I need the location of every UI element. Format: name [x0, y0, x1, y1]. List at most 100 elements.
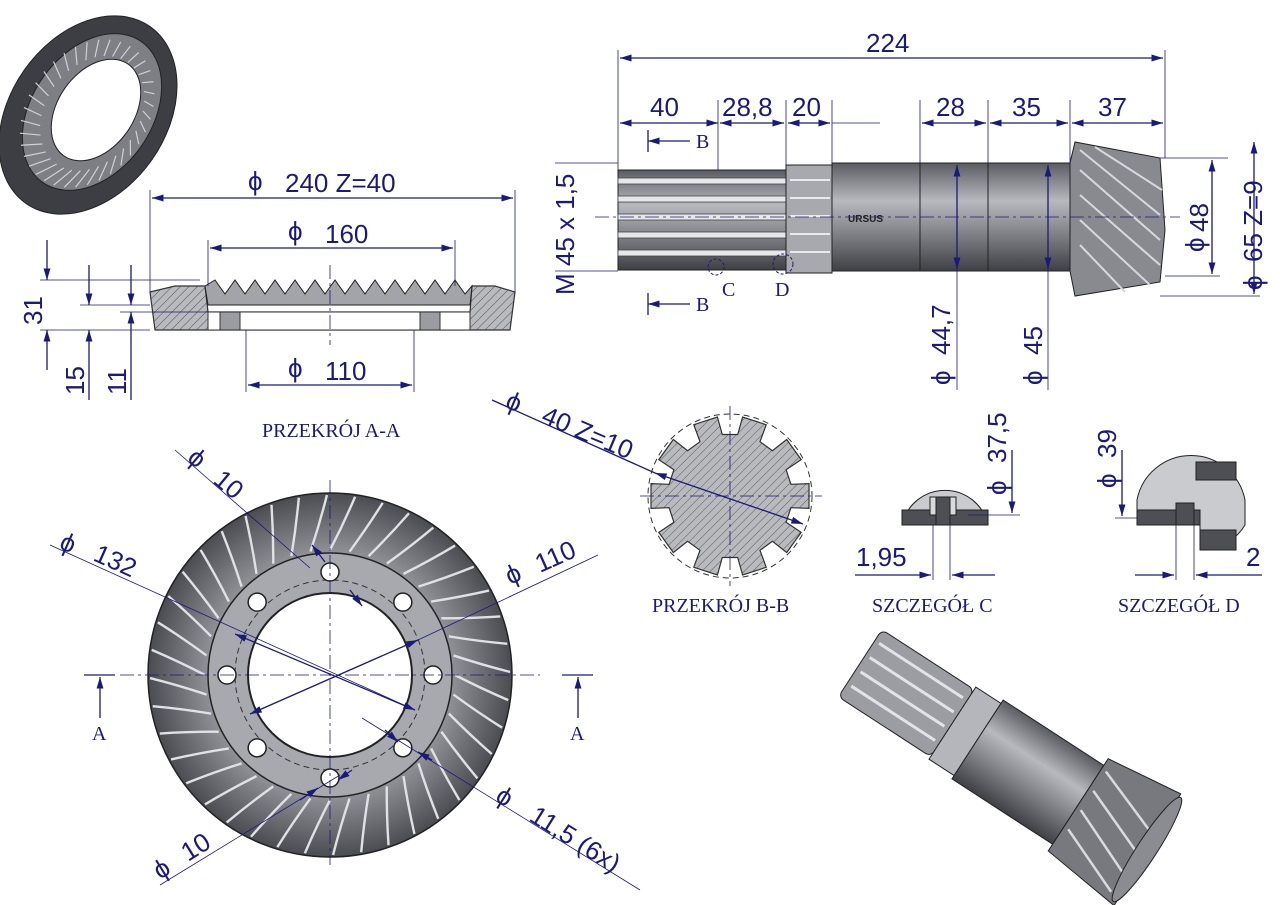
gear-tooth: [53, 169, 73, 186]
section-a-a-label: PRZEKRÓJ A-A: [262, 418, 401, 442]
gear-tooth: [430, 589, 490, 603]
dim-l28-8: 28,8: [722, 92, 773, 122]
section-mark-b-bottom: B: [696, 294, 709, 316]
gear-tooth: [94, 39, 100, 58]
gear-tooth: [143, 90, 155, 95]
gear-tooth: [52, 61, 62, 79]
gear-tooth: [225, 785, 274, 824]
gear-tooth: [418, 565, 475, 588]
section-a-a: [149, 265, 516, 345]
bolt-hole: [247, 738, 267, 758]
gear-tooth: [35, 82, 49, 97]
dim-l28: 28: [936, 92, 965, 122]
dim-d10a: 10: [208, 464, 249, 506]
gear-tooth: [152, 704, 212, 715]
gear-tooth: [185, 762, 242, 785]
dim-l37: 37: [1098, 92, 1127, 122]
gear-tooth: [331, 798, 351, 856]
gear-tooth: [135, 130, 140, 145]
gear-tooth: [220, 530, 243, 587]
dim-w2: 2: [1246, 542, 1260, 572]
gear-tooth: [138, 70, 151, 76]
gear-tooth: [303, 799, 332, 854]
detail-c: ϕ 37,5 1,95 SZCZEGÓŁ C: [855, 412, 1020, 617]
dim-d10b: 10: [175, 826, 215, 867]
phi-symbol: ϕ: [1092, 473, 1122, 488]
pinion-shaft-side-view: URSUS: [595, 141, 1180, 297]
dim-h11: 11: [102, 368, 132, 395]
phi-symbol: ϕ: [56, 526, 82, 559]
gear-tooth: [453, 654, 511, 674]
gear-tooth: [43, 71, 55, 87]
section-b-b: ϕ 40 Z=10 PRZEKRÓJ B-B: [491, 385, 822, 617]
gear-tooth: [244, 515, 258, 575]
dim-l35: 35: [1012, 92, 1041, 122]
gear-tooth: [359, 793, 370, 853]
gear-tooth: [86, 166, 100, 186]
dim-d240: 240 Z=40: [285, 168, 396, 198]
gear-tooth: [290, 497, 301, 557]
dim-d37-5: 37,5: [982, 412, 1012, 463]
dims-shaft: 224 40 28,8 20 28 35 37 M 45 x 1,5 ϕ 48 …: [550, 28, 1268, 390]
detail-d-label: SZCZEGÓŁ D: [1118, 593, 1240, 617]
dim-d132: 132: [90, 538, 142, 583]
gear-tooth: [127, 52, 140, 63]
bolt-hole: [393, 592, 413, 612]
phi-symbol: ϕ: [1180, 237, 1210, 252]
gear-tooth: [181, 570, 220, 619]
section-mark-a-left: A: [92, 723, 107, 745]
gear-tooth: [149, 676, 207, 696]
gear-tooth: [309, 494, 329, 552]
dim-d160: 160: [325, 219, 368, 249]
dim-d39: 39: [1092, 429, 1122, 458]
gear-tooth: [28, 158, 51, 167]
gear-tooth: [417, 763, 440, 820]
bolt-hole: [393, 738, 413, 758]
gear-tooth: [20, 143, 43, 146]
gear-tooth: [385, 786, 390, 846]
gear-tooth: [159, 730, 219, 735]
gear-tooth: [63, 170, 81, 188]
gear-tooth: [74, 46, 78, 65]
phi-symbol: ϕ: [926, 370, 956, 385]
gear-tooth: [19, 132, 41, 136]
dim-d110a: 110: [325, 356, 366, 386]
gear-tooth: [448, 635, 508, 646]
dim-spline: 40 Z=10: [538, 400, 638, 465]
bolt-hole: [247, 592, 267, 612]
gear-tooth: [43, 167, 65, 182]
gear-tooth: [367, 512, 410, 557]
gear-tooth: [75, 169, 90, 188]
gear-tooth: [452, 693, 503, 729]
gear-tooth: [142, 110, 151, 120]
dim-total-224: 224: [866, 28, 909, 58]
dim-d44-7: 44,7: [926, 304, 956, 355]
gear-tooth: [328, 496, 357, 551]
phi-symbol: ϕ: [288, 353, 303, 383]
gear-tooth: [142, 81, 154, 84]
dim-d65: 65 Z=9: [1238, 180, 1268, 262]
dim-thread: M 45 x 1,5: [550, 174, 580, 295]
dim-w1-95: 1,95: [856, 542, 907, 572]
gear-tooth: [143, 100, 154, 108]
gear-tooth: [133, 60, 146, 69]
phi-symbol: ϕ: [248, 166, 263, 196]
gear-tooth: [28, 94, 45, 107]
phi-symbol: ϕ: [182, 442, 212, 474]
gear-tooth: [270, 504, 275, 564]
phi-symbol: ϕ: [288, 216, 303, 246]
phi-symbol: ϕ: [1018, 370, 1048, 385]
section-mark-b-top: B: [696, 131, 709, 153]
detail-c-label: SZCZEGÓŁ C: [872, 593, 993, 617]
dim-d45: 45: [1018, 326, 1048, 355]
gear-tooth: [157, 621, 208, 657]
dim-d110b: 110: [530, 534, 580, 578]
phi-symbol: ϕ: [491, 780, 519, 813]
detail-mark-d: D: [775, 279, 789, 301]
dim-l40: 40: [650, 92, 679, 122]
gear-tooth: [35, 163, 57, 175]
gear-tooth: [204, 775, 258, 806]
gear-tooth: [167, 595, 212, 638]
gear-tooth: [430, 747, 461, 801]
